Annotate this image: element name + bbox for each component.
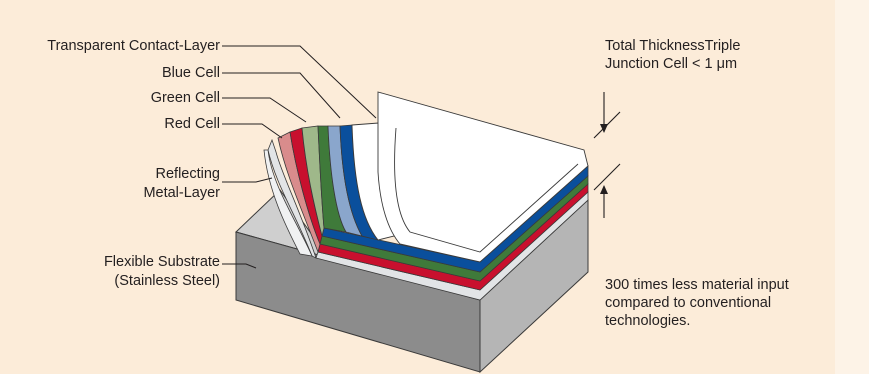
transparent-contact-layer — [351, 91, 589, 263]
thickness-indicator — [593, 92, 621, 218]
peeled-layers — [263, 124, 380, 259]
leader-reflecting — [222, 177, 273, 183]
label-thickness-line1: Total ThicknessTriple — [605, 38, 741, 54]
label-green-cell: Green Cell — [150, 90, 220, 106]
leader-contact — [222, 45, 377, 119]
label-material-line3: technologies. — [605, 313, 691, 329]
label-thickness-line2: Junction Cell < 1 μm — [605, 56, 738, 72]
label-blue-cell: Blue Cell — [161, 65, 220, 81]
leader-lines — [222, 45, 377, 269]
label-reflecting-line2: Metal-Layer — [143, 185, 220, 201]
label-substrate-line1: Flexible Substrate — [103, 254, 220, 270]
leader-blue — [222, 72, 341, 119]
leader-red — [222, 123, 283, 139]
leader-green — [222, 97, 307, 123]
metal-layer-peel — [267, 138, 317, 259]
arrow-up-icon — [600, 185, 608, 194]
corner-strip — [835, 0, 869, 374]
label-substrate-line2: (Stainless Steel) — [114, 273, 220, 289]
label-red-cell: Red Cell — [164, 116, 220, 132]
leader-substrate — [222, 263, 257, 269]
tick-lower — [593, 163, 621, 191]
label-transparent-contact: Transparent Contact-Layer — [47, 38, 220, 54]
contact-layer-surface — [377, 91, 589, 263]
tick-upper — [593, 111, 621, 139]
contact-layer-inner-edge — [394, 127, 579, 253]
metal-layer-peel-outer — [263, 149, 313, 257]
label-reflecting-line1: Reflecting — [155, 166, 220, 182]
label-material-line2: compared to conventional — [605, 295, 772, 311]
label-material-line1: 300 times less material input — [605, 277, 789, 293]
